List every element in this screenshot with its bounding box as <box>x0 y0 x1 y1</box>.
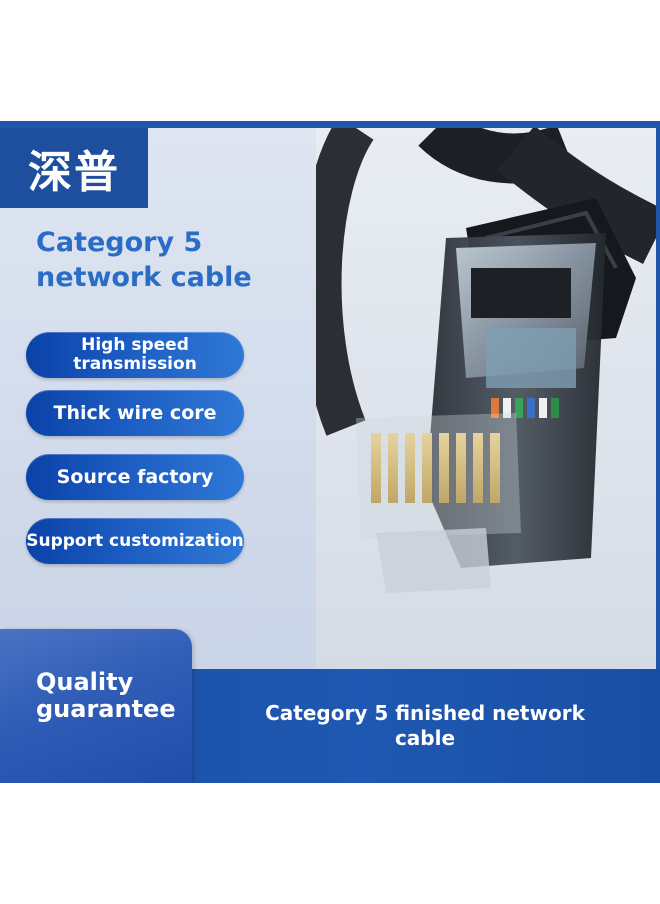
feature-pill-source-factory: Source factory <box>26 454 244 500</box>
feature-label: Source factory <box>56 466 214 488</box>
feature-label: Thick wire core <box>53 402 217 424</box>
quality-badge-text: Quality guarantee <box>36 668 176 723</box>
product-caption: Category 5 finished network cable <box>265 701 585 750</box>
quality-badge: Quality guarantee <box>0 629 192 783</box>
top-border <box>0 121 660 128</box>
feature-pill-customization: Support customization <box>26 518 244 564</box>
rj45-connector-photo <box>316 128 656 673</box>
headline: Category 5 network cable <box>36 227 252 293</box>
feature-label: Support customization <box>26 530 244 551</box>
right-border <box>656 121 660 783</box>
feature-label: High speed transmission <box>73 335 197 374</box>
product-poster: 深普 Category 5 network cable High speed t… <box>0 121 660 783</box>
feature-pill-thick-core: Thick wire core <box>26 390 244 436</box>
brand-box: 深普 <box>0 128 148 208</box>
feature-pill-high-speed: High speed transmission <box>26 332 244 378</box>
brand-logo-text: 深普 <box>28 147 120 198</box>
